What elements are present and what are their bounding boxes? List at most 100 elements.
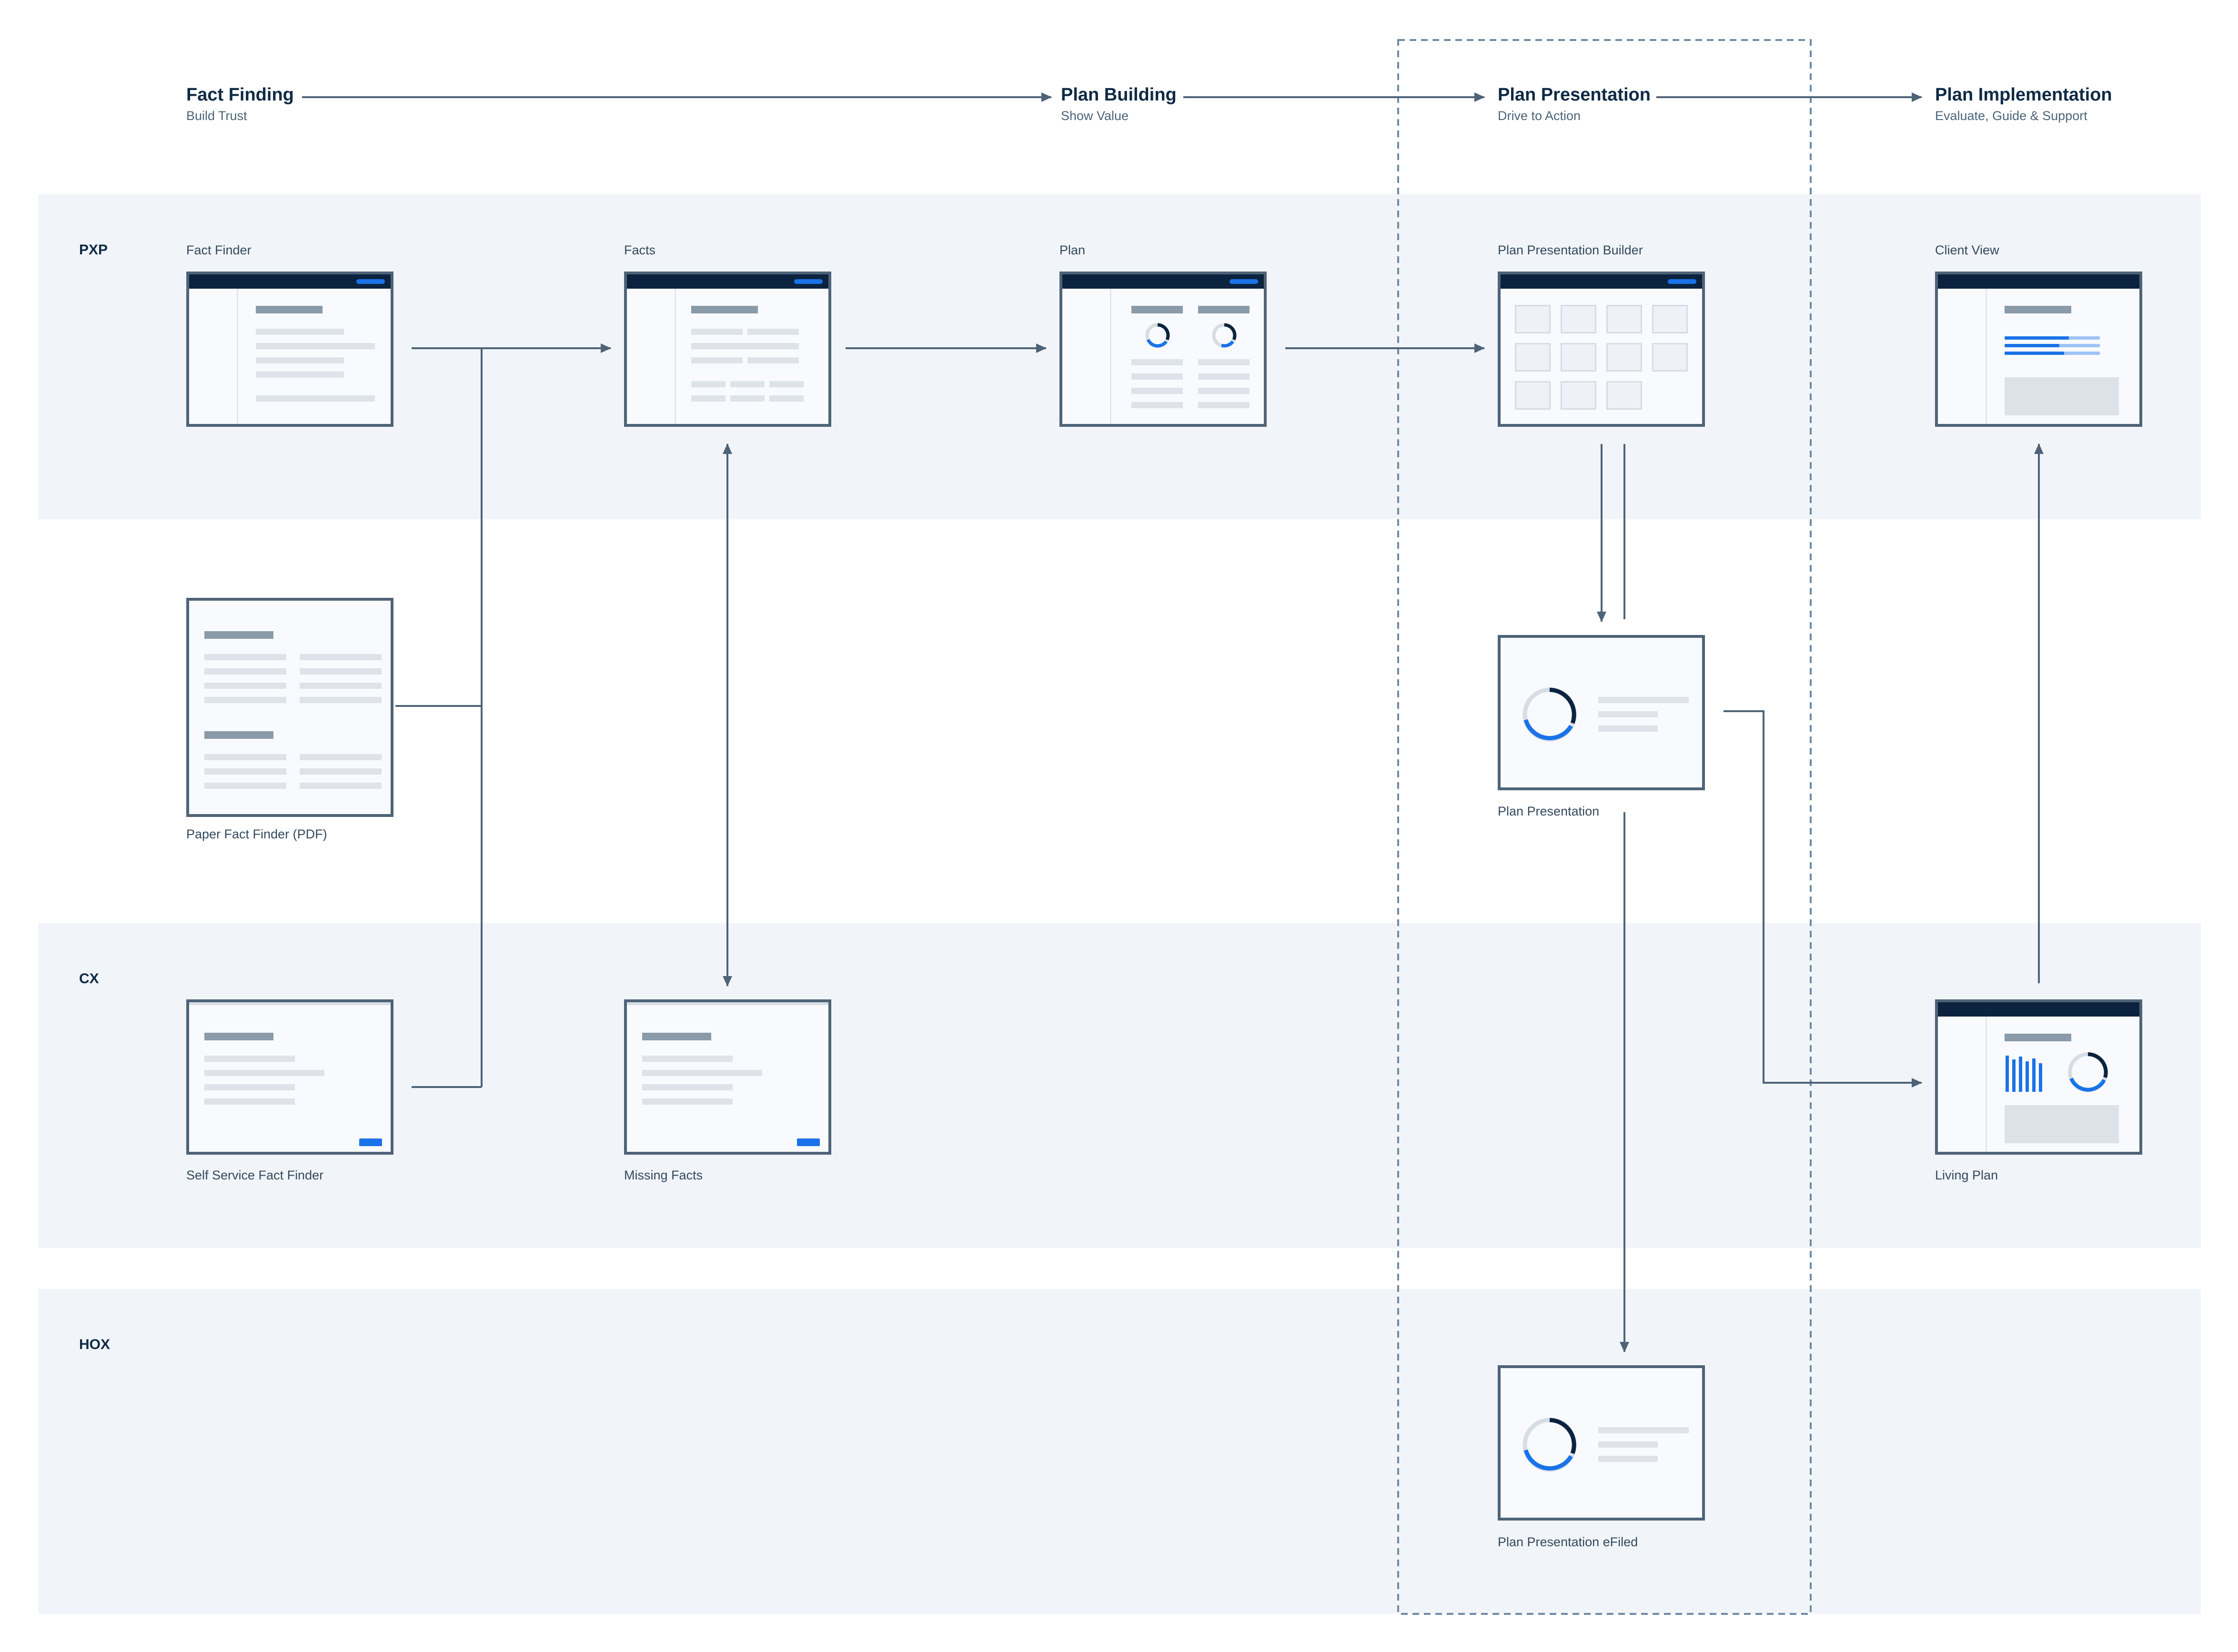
text-line xyxy=(204,754,286,760)
card-plan-presentation-builder[interactable] xyxy=(1498,272,1705,427)
card-paper-fact-finder[interactable] xyxy=(186,598,393,817)
card-self-service-fact-finder[interactable] xyxy=(186,999,393,1155)
slide-thumbnail xyxy=(1606,381,1642,410)
slide-thumbnail xyxy=(1652,343,1688,372)
text-line xyxy=(300,654,382,660)
text-line xyxy=(1198,388,1250,394)
stage-title-fact-finding: Fact Finding xyxy=(186,85,294,105)
heading-bar xyxy=(2005,306,2071,313)
content-placeholder xyxy=(2005,1105,2119,1143)
heading-bar xyxy=(2005,1034,2071,1041)
text-line xyxy=(769,381,804,387)
donut-chart-icon xyxy=(1212,323,1237,348)
label-fact-finder: Fact Finder xyxy=(186,243,252,257)
lane-label-cx: CX xyxy=(79,971,99,987)
text-line xyxy=(1198,402,1250,408)
text-line xyxy=(204,1070,324,1076)
stage-subtitle-plan-building: Show Value xyxy=(1061,109,1129,123)
action-pill xyxy=(794,279,823,284)
card-fact-finder[interactable] xyxy=(186,272,393,427)
slide-thumbnail xyxy=(1606,343,1642,372)
text-line xyxy=(204,668,286,675)
text-line xyxy=(1598,1427,1689,1433)
card-facts[interactable] xyxy=(624,272,831,427)
lane-label-pxp: PXP xyxy=(79,242,108,258)
label-living-plan: Living Plan xyxy=(1935,1168,1998,1182)
text-line xyxy=(730,381,765,387)
text-line xyxy=(256,329,344,335)
lane-label-hox: HOX xyxy=(79,1337,111,1352)
card-living-plan[interactable] xyxy=(1935,999,2142,1155)
text-line xyxy=(1598,711,1658,717)
connector-arrow xyxy=(1724,710,1922,1088)
bar-chart-icon xyxy=(2006,1056,2042,1092)
submit-button-icon xyxy=(359,1138,382,1146)
slide-thumbnail xyxy=(1561,305,1596,333)
slide-thumbnail xyxy=(1515,381,1551,410)
slide-thumbnail xyxy=(1515,343,1551,372)
stage-subtitle-fact-finding: Build Trust xyxy=(186,109,247,123)
action-pill xyxy=(356,279,385,284)
card-client-view[interactable] xyxy=(1935,272,2142,427)
text-line xyxy=(204,1056,295,1062)
progress-bar-fill xyxy=(2005,344,2059,347)
heading-bar xyxy=(642,1033,711,1040)
lane-cx-bg xyxy=(38,923,2201,1248)
heading-bar xyxy=(1198,306,1250,313)
label-plan: Plan xyxy=(1059,243,1086,257)
text-line xyxy=(1131,402,1183,408)
text-line xyxy=(1131,359,1183,365)
slide-thumbnail xyxy=(1515,305,1551,333)
submit-button-icon xyxy=(797,1138,820,1146)
text-line xyxy=(691,343,799,349)
action-pill xyxy=(1230,279,1258,284)
text-line xyxy=(1131,388,1183,394)
text-line xyxy=(1598,697,1689,703)
donut-chart-icon xyxy=(1145,323,1170,348)
text-line xyxy=(300,754,382,760)
text-line xyxy=(1598,725,1658,732)
text-line xyxy=(642,1098,733,1105)
text-line xyxy=(204,683,286,689)
text-line xyxy=(1198,359,1250,365)
text-line xyxy=(691,381,726,387)
text-line xyxy=(300,783,382,789)
label-paper-fact-finder: Paper Fact Finder (PDF) xyxy=(186,827,327,841)
text-line xyxy=(300,668,382,675)
text-line xyxy=(769,395,804,402)
text-line xyxy=(300,683,382,689)
heading-bar xyxy=(256,306,323,313)
text-line xyxy=(204,654,286,660)
highlight-frame xyxy=(1397,39,1812,1615)
text-line xyxy=(642,1070,762,1076)
progress-bar-fill xyxy=(2005,352,2064,355)
text-line xyxy=(300,768,382,775)
text-line xyxy=(1198,373,1250,380)
label-self-service-fact-finder: Self Service Fact Finder xyxy=(186,1168,324,1182)
text-line xyxy=(730,395,765,402)
slide-thumbnail xyxy=(1561,343,1596,372)
stage-title-plan-building: Plan Building xyxy=(1061,85,1177,105)
text-line xyxy=(204,1098,295,1105)
heading-bar xyxy=(204,731,273,739)
card-plan-presentation-efiled[interactable] xyxy=(1498,1365,1705,1521)
heading-bar xyxy=(204,1033,273,1040)
lane-hox-bg xyxy=(38,1289,2201,1614)
label-client-view: Client View xyxy=(1935,243,1999,257)
card-plan-presentation[interactable] xyxy=(1498,635,1705,790)
text-line xyxy=(747,357,799,363)
donut-chart-icon xyxy=(2068,1052,2108,1092)
label-plan-presentation: Plan Presentation xyxy=(1498,804,1600,818)
donut-chart-icon xyxy=(1522,1418,1577,1472)
text-line xyxy=(691,329,743,335)
progress-bar-fill xyxy=(2005,336,2069,340)
card-missing-facts[interactable] xyxy=(624,999,831,1155)
text-line xyxy=(256,343,375,349)
text-line xyxy=(300,697,382,703)
heading-bar xyxy=(1131,306,1183,313)
text-line xyxy=(642,1056,733,1062)
slide-thumbnail xyxy=(1606,305,1642,333)
card-plan[interactable] xyxy=(1059,272,1267,427)
text-line xyxy=(256,357,344,363)
